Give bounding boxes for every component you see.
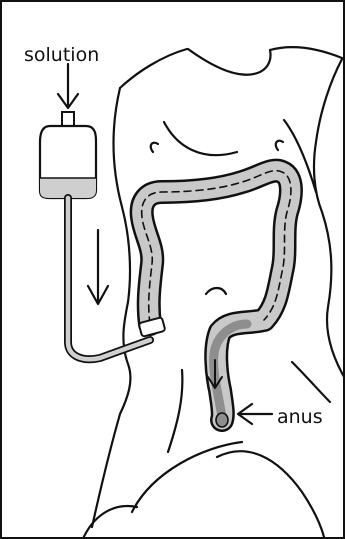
abdomen-line-left [168,370,182,452]
solution-label: solution [24,44,99,66]
solution-down-arrow-icon [58,64,78,108]
left-shoulder-line [120,49,187,88]
anus-label: anus [277,406,323,428]
anus-pointer-arrow-icon [238,404,272,424]
right-shoulder-line [270,47,342,58]
thigh-line [217,451,324,537]
chest-fold-left [164,122,237,155]
right-nipple [276,141,283,150]
navel [206,288,226,294]
collar-line [188,49,271,75]
left-nipple [151,143,158,152]
colon [142,171,291,427]
abdomen-line-right [292,362,330,402]
leg-line-left [82,506,137,539]
tube-flow-arrow-icon [88,230,108,304]
right-torso-side [314,59,345,382]
anus-opening [216,413,228,427]
left-torso-side [92,88,130,527]
bag-neck [62,112,74,126]
body-outline [82,47,345,539]
